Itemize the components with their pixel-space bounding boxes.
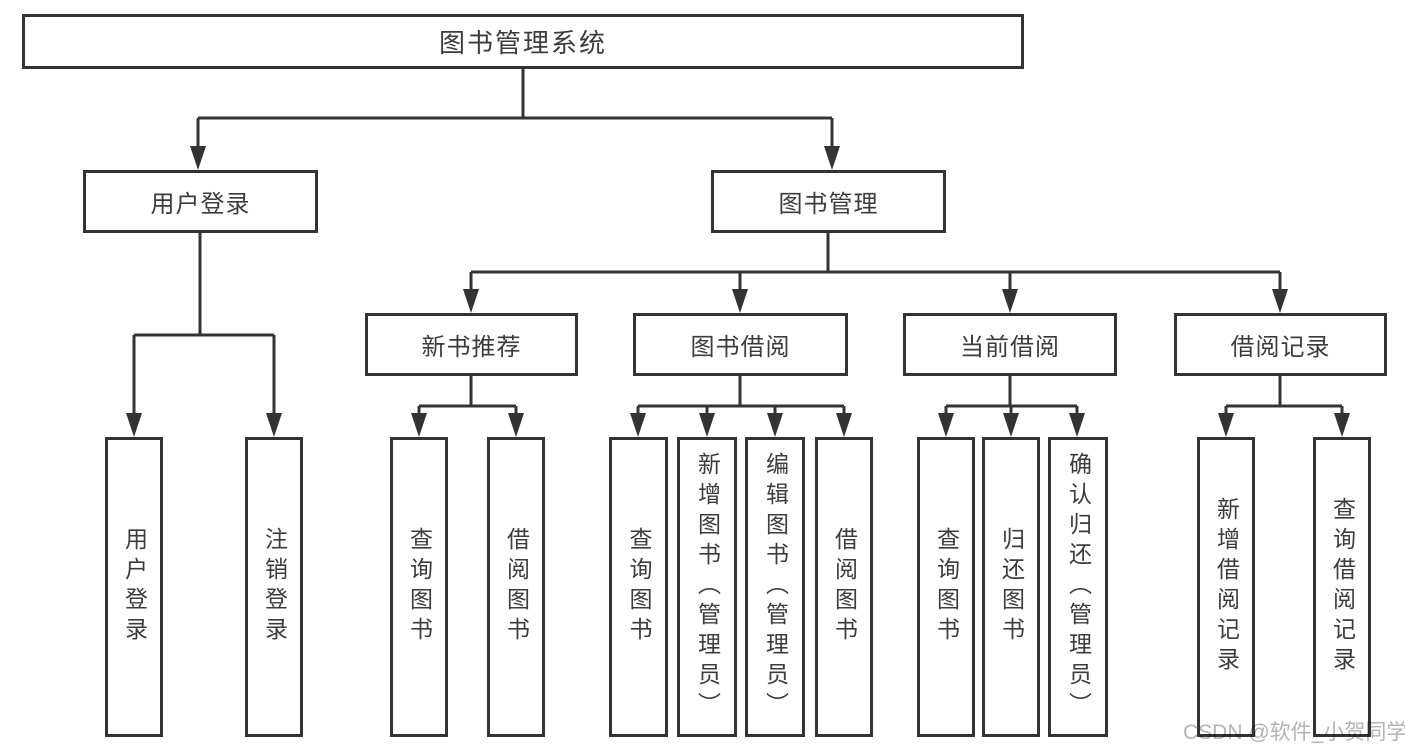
arrowhead bbox=[126, 413, 142, 437]
node-label: 借阅记录 bbox=[1230, 334, 1331, 361]
arrowhead bbox=[630, 413, 646, 437]
arrowhead bbox=[824, 146, 840, 170]
node-confirm-return-admin: 确认归还（管理员） bbox=[1048, 437, 1108, 737]
node-label: 新书推荐 bbox=[421, 334, 522, 361]
node-label: 归还图书 bbox=[998, 527, 1025, 647]
node-current-borrow: 当前借阅 bbox=[903, 313, 1117, 376]
node-label: 新增图书（管理员） bbox=[694, 452, 721, 722]
node-label: 注销登录 bbox=[261, 527, 288, 647]
node-label: 确认归还（管理员） bbox=[1065, 452, 1092, 722]
node-root-library-system: 图书管理系统 bbox=[22, 14, 1024, 69]
node-book-borrow: 图书借阅 bbox=[633, 313, 848, 376]
arrowhead bbox=[836, 413, 852, 437]
csdn-watermark: CSDN @软件_小贺同学 bbox=[1183, 721, 1405, 744]
node-add-books-admin: 新增图书（管理员） bbox=[677, 437, 737, 737]
node-new-book-recommend: 新书推荐 bbox=[365, 313, 578, 376]
node-label: 借阅图书 bbox=[831, 527, 858, 647]
arrowhead bbox=[732, 289, 748, 313]
node-label: 查询借阅记录 bbox=[1329, 497, 1356, 677]
arrowhead bbox=[508, 413, 524, 437]
node-user-login: 用户登录 bbox=[83, 170, 318, 233]
arrowhead bbox=[938, 413, 954, 437]
node-label: 借阅图书 bbox=[503, 527, 530, 647]
node-query-books-recommend: 查询图书 bbox=[390, 437, 448, 737]
node-label: 编辑图书（管理员） bbox=[762, 452, 789, 722]
node-logout: 注销登录 bbox=[245, 437, 303, 737]
arrowhead bbox=[1003, 413, 1019, 437]
node-add-borrow-record: 新增借阅记录 bbox=[1197, 437, 1255, 737]
arrowhead bbox=[1218, 413, 1234, 437]
arrowhead bbox=[699, 413, 715, 437]
arrowhead bbox=[1069, 413, 1085, 437]
node-borrow-books-recommend: 借阅图书 bbox=[487, 437, 545, 737]
node-login: 用户登录 bbox=[105, 437, 163, 737]
node-label: 查询图书 bbox=[406, 527, 433, 647]
node-label: 图书管理系统 bbox=[438, 28, 607, 58]
arrowhead bbox=[411, 413, 427, 437]
arrowhead bbox=[1272, 289, 1288, 313]
node-borrow-books: 借阅图书 bbox=[815, 437, 873, 737]
arrowhead bbox=[463, 289, 479, 313]
node-query-books-current: 查询图书 bbox=[917, 437, 975, 737]
node-label: 用户登录 bbox=[121, 527, 148, 647]
node-edit-books-admin: 编辑图书（管理员） bbox=[745, 437, 805, 737]
arrowhead bbox=[1334, 413, 1350, 437]
node-label: 查询图书 bbox=[933, 527, 960, 647]
arrowhead bbox=[1002, 289, 1018, 313]
node-label: 查询图书 bbox=[626, 527, 652, 647]
arrowhead bbox=[190, 146, 206, 170]
node-label: 图书管理 bbox=[778, 191, 879, 218]
node-return-books: 归还图书 bbox=[982, 437, 1040, 737]
node-label: 图书借阅 bbox=[690, 334, 791, 361]
arrowhead bbox=[266, 413, 282, 437]
arrowhead bbox=[767, 413, 783, 437]
node-label: 新增借阅记录 bbox=[1213, 497, 1240, 677]
node-borrow-records: 借阅记录 bbox=[1174, 313, 1387, 376]
node-query-borrow-record: 查询借阅记录 bbox=[1313, 437, 1371, 737]
node-label: 用户登录 bbox=[150, 191, 251, 218]
node-book-management: 图书管理 bbox=[711, 170, 946, 233]
node-label: 当前借阅 bbox=[960, 334, 1060, 361]
node-query-books-borrow: 查询图书 bbox=[609, 437, 668, 737]
